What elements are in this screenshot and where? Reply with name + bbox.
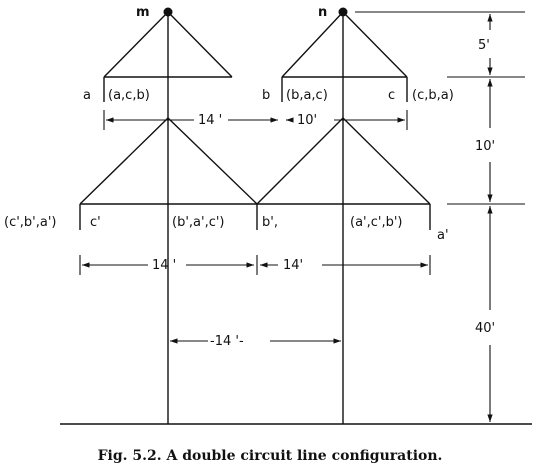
lower-left-phases: (c',b',a') xyxy=(4,215,57,230)
lower-triangles xyxy=(79,117,431,205)
conductor-a-prime-label: a' xyxy=(437,228,449,243)
lower-right-phases: (a',c',b') xyxy=(350,215,403,230)
dim-ground-height: 40' xyxy=(475,321,495,336)
dim-tower-spacing: -14 '- xyxy=(210,334,244,349)
dim-top-offset: 5' xyxy=(478,38,490,53)
figure-caption: Fig. 5.2. A double circuit line configur… xyxy=(98,448,443,464)
node-n-label: n xyxy=(318,5,327,20)
conductor-b-phases: (b,a,c) xyxy=(286,88,328,103)
lower-mid-phases: (b',a',c') xyxy=(172,215,225,230)
conductor-a-phases: (a,c,b) xyxy=(108,88,150,103)
dim-upper-right-span: 10' xyxy=(297,113,317,128)
conductor-c-label: c xyxy=(388,88,395,103)
conductor-c-phases: (c,b,a) xyxy=(412,88,454,103)
dim-mid-offset: 10' xyxy=(475,139,495,154)
conductor-b-label: b xyxy=(262,88,270,103)
conductor-c-prime-label: c' xyxy=(90,215,101,230)
node-m-label: m xyxy=(136,5,150,20)
dim-upper-left-span: 14 ' xyxy=(198,113,222,128)
conductor-b-prime-label: b', xyxy=(262,215,278,230)
conductor-a-label: a xyxy=(83,88,91,103)
upper-left-triangle xyxy=(103,11,233,78)
upper-right-triangle xyxy=(281,10,408,78)
dim-lower-left-span: 14 ' xyxy=(152,258,176,273)
dim-lower-right-span: 14' xyxy=(283,258,303,273)
